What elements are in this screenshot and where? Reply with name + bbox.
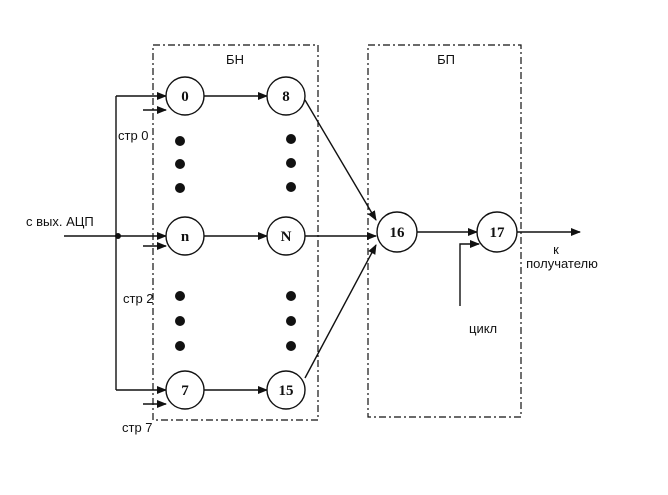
strobe-2-label: стр 2 [123,291,154,306]
node-15: 15 [266,370,306,410]
node-17: 17 [476,211,518,253]
node-15-label: 15 [279,383,294,399]
wire-n8-n16 [304,99,377,221]
input-label: с вых. АЦП [26,214,94,229]
node-0-label: 0 [181,89,189,105]
block-bp-label: БП [437,52,455,67]
node-N: N [266,216,306,256]
ellipsis-dots-col2-bottom [286,291,296,351]
ellipsis-dots-col1-top [175,136,185,193]
node-7: 7 [165,370,205,410]
strobe-0-label: стр 0 [118,128,149,143]
cycle-label: цикл [469,321,497,336]
node-8-label: 8 [282,89,290,105]
strobe-7-label: стр 7 [122,420,153,435]
wire-n15-n16 [304,244,377,379]
ellipsis-dots-col2-top [286,134,296,192]
node-16-label: 16 [390,225,406,241]
node-17-label: 17 [490,225,506,241]
node-N-label: N [281,229,292,245]
node-16: 16 [376,211,418,253]
block-bp [367,44,522,418]
node-8: 8 [266,76,306,116]
node-7-label: 7 [181,383,189,399]
wire-cycle [459,240,480,306]
node-n-label: n [181,229,190,245]
output-label-line1: к [553,242,559,257]
block-bn-label: БН [226,52,244,67]
node-n: n [165,216,205,256]
output-label-line2: получателю [526,256,598,271]
node-0: 0 [165,76,205,116]
ellipsis-dots-col1-bottom [175,291,185,351]
